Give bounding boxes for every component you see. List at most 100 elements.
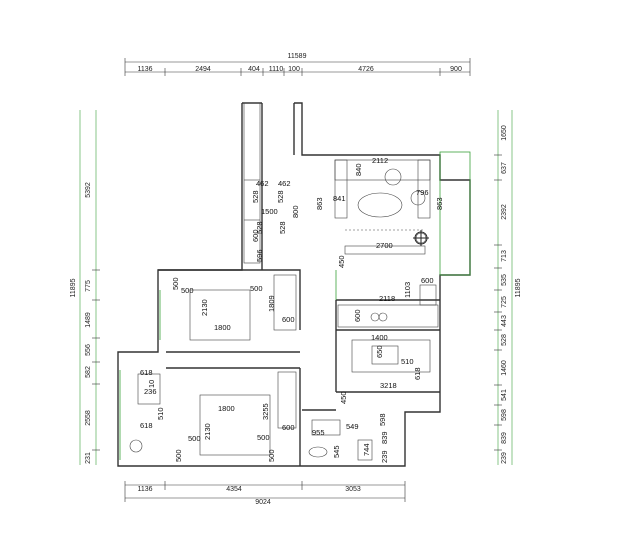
label-23: 500 (181, 286, 194, 295)
right-dim-7: 443 (501, 315, 508, 327)
label-43: 2130 (203, 423, 212, 440)
label-34: 618 (140, 368, 153, 377)
label-11: 800 (291, 205, 300, 218)
label-16: 596 (255, 249, 264, 262)
left-dim-4: 556 (85, 344, 92, 356)
label-8: 863 (315, 197, 324, 210)
top-dim-6: 4726 (358, 66, 374, 73)
label-5: 528 (251, 190, 260, 203)
label-36: 618 (140, 421, 153, 430)
label-41: 450 (339, 391, 348, 404)
label-22: 500 (171, 277, 180, 290)
right-dim-1: 1650 (501, 125, 508, 141)
label-13: 528 (278, 221, 287, 234)
bottom-total-dim: 9024 (255, 499, 271, 506)
right-total-dim: 11895 (515, 278, 522, 297)
right-dim-13: 239 (501, 452, 508, 464)
bottom-dim-3: 3053 (345, 486, 361, 493)
left-dim-3: 1489 (85, 312, 92, 328)
label-7: 841 (333, 194, 346, 203)
label-53: 500 (174, 449, 183, 462)
label-29: 1400 (371, 333, 388, 342)
bedroom-2-furniture (129, 371, 297, 456)
label-6: 528 (276, 190, 285, 203)
left-dim-5: 582 (85, 366, 92, 378)
dining-furniture (351, 339, 431, 373)
label-3: 462 (256, 179, 269, 188)
label-26: 1809 (267, 295, 276, 312)
bathroom-fixtures (308, 419, 373, 461)
top-total-dim: 11589 (288, 53, 307, 60)
label-50: 744 (362, 443, 371, 456)
label-14: 600 (251, 229, 260, 242)
label-12: 528 (255, 221, 264, 234)
label-45: 549 (346, 422, 359, 431)
label-39: 1800 (218, 404, 235, 413)
label-37: 236 (144, 387, 157, 396)
label-21: 600 (353, 309, 362, 322)
right-dim-10: 541 (501, 389, 508, 401)
label-1: 840 (354, 163, 363, 176)
top-dim-3: 404 (248, 66, 260, 73)
right-dimensions: 1650 637 2392 713 535 725 443 528 1460 5… (494, 110, 522, 465)
label-28: 600 (282, 315, 295, 324)
top-dim-4: 1110 (269, 66, 284, 73)
label-48: 600 (282, 423, 295, 432)
left-dim-7: 231 (85, 452, 92, 464)
label-19: 1103 (403, 282, 412, 298)
label-49: 545 (332, 445, 341, 458)
right-dim-9: 1460 (501, 360, 508, 376)
label-24: 500 (250, 284, 263, 293)
top-dim-1: 1136 (137, 66, 152, 73)
top-dimensions: 11589 1136 2494 404 1110 100 4726 900 (124, 53, 471, 76)
label-40: 3255 (261, 403, 270, 420)
bottom-dim-2: 4354 (226, 486, 242, 493)
bottom-dimensions: 1136 4354 3053 9024 (124, 481, 406, 506)
label-30: 650 (375, 345, 384, 358)
right-dim-11: 598 (501, 409, 508, 421)
left-dim-2: 775 (85, 280, 92, 292)
top-dim-5: 100 (288, 66, 300, 73)
label-54: 500 (267, 449, 276, 462)
right-dim-8: 528 (501, 334, 508, 346)
bedroom-1-furniture (189, 274, 297, 341)
bottom-dim-1: 1136 (137, 486, 152, 493)
walls (117, 102, 471, 467)
label-0: 2112 (372, 156, 388, 165)
right-dim-3: 2392 (501, 204, 508, 220)
label-4: 462 (278, 179, 291, 188)
top-dim-2: 2494 (195, 66, 211, 73)
right-dim-2: 637 (501, 162, 508, 174)
left-dim-1: 5392 (85, 182, 92, 198)
label-27: 1800 (214, 323, 231, 332)
right-dim-5: 535 (501, 274, 508, 286)
label-10: 1500 (261, 207, 278, 216)
label-25: 2130 (200, 299, 209, 316)
label-33: 3218 (380, 381, 397, 390)
label-35: 10 (147, 380, 156, 388)
label-51: 239 (380, 450, 389, 463)
right-dim-6: 725 (501, 296, 508, 308)
label-15: 2700 (376, 241, 393, 250)
label-44: 955 (312, 428, 325, 437)
corridor-closet (243, 102, 261, 264)
label-47: 500 (257, 433, 270, 442)
label-9: 863 (435, 197, 444, 210)
left-total-dim: 11895 (70, 278, 77, 297)
kitchen-furniture (337, 284, 439, 328)
label-31: 510 (401, 357, 414, 366)
right-dim-4: 713 (501, 250, 508, 262)
label-20: 2118 (379, 294, 395, 303)
right-dim-12: 839 (501, 432, 508, 444)
entry-marker-icon (413, 230, 429, 246)
label-17: 450 (337, 255, 346, 268)
top-dim-7: 900 (450, 66, 462, 73)
label-18: 600 (421, 276, 434, 285)
label-38: 510 (156, 407, 165, 420)
label-32: 618 (413, 367, 422, 380)
label-42: 598 (378, 413, 387, 426)
left-dim-6: 2558 (85, 410, 92, 426)
plan-labels: 2112 840 796 462 462 528 528 841 863 863… (140, 156, 444, 463)
label-46: 500 (188, 434, 201, 443)
